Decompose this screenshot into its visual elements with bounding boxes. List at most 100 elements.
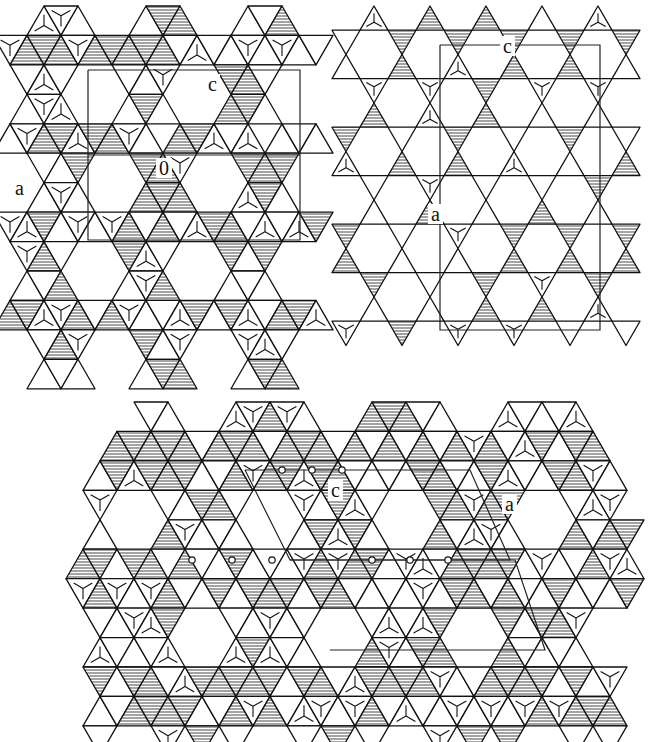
tetrahedron-apex xyxy=(601,495,620,511)
atom-dot xyxy=(445,557,451,563)
tetrahedron xyxy=(500,249,528,273)
tetrahedron xyxy=(83,490,117,520)
tetrahedron-apex xyxy=(465,529,484,545)
tetrahedron xyxy=(584,297,612,321)
tetrahedron xyxy=(584,273,612,297)
tetrahedron-apex xyxy=(312,701,331,717)
tetrahedron-apex xyxy=(295,554,314,570)
tetrahedron-apex xyxy=(534,82,549,95)
tetrahedron-apex xyxy=(431,730,450,742)
tetrahedron-apex xyxy=(422,110,437,123)
unit-cell-layer xyxy=(88,45,600,650)
tetrahedron-apex xyxy=(465,436,484,452)
tetrahedron-apex xyxy=(414,617,433,633)
tetrahedron xyxy=(556,249,584,273)
tetrahedron xyxy=(612,30,640,54)
tetrahedron xyxy=(219,520,253,549)
tetrahedron-apex xyxy=(307,309,326,325)
tetrahedron xyxy=(388,224,416,248)
tetrahedron-apex xyxy=(125,470,144,486)
tetrahedron-apex xyxy=(448,701,467,717)
tetrahedron-apex xyxy=(450,228,465,241)
tetrahedron xyxy=(610,579,644,608)
tetrahedron-apex xyxy=(397,705,416,721)
tetrahedron xyxy=(61,183,95,212)
tetrahedron-apex xyxy=(142,583,161,599)
tetrahedron xyxy=(593,726,627,742)
tetrahedron xyxy=(360,200,388,224)
tetrahedron xyxy=(44,271,78,300)
tetrahedron-apex xyxy=(290,221,309,237)
tetrahedron-apex xyxy=(618,558,637,574)
tetrahedron-apex xyxy=(244,701,263,717)
tetrahedron xyxy=(612,224,640,248)
tetrahedron-apex xyxy=(18,246,37,262)
tetrahedron-apex xyxy=(256,221,275,237)
tetrahedron xyxy=(360,273,388,297)
tetrahedron xyxy=(44,65,78,94)
tetrahedron xyxy=(500,224,528,248)
tetrahedron xyxy=(151,638,185,667)
tetrahedron-apex xyxy=(120,128,139,144)
tetrahedron-apex xyxy=(91,646,110,662)
tetrahedron xyxy=(83,726,117,742)
tetrahedron xyxy=(491,520,525,549)
tetrahedron xyxy=(593,461,627,490)
tetrahedron-apex xyxy=(18,221,37,237)
tetrahedron-apex xyxy=(35,309,54,325)
tetrahedron xyxy=(472,176,500,200)
tetrahedron xyxy=(500,127,528,151)
tetrahedron xyxy=(360,176,388,200)
tetrahedron xyxy=(360,79,388,103)
tetrahedron xyxy=(556,127,584,151)
axis-label: c xyxy=(328,480,343,500)
tetrahedron-apex xyxy=(1,40,20,56)
atom-dot xyxy=(339,467,345,473)
tetrahedron xyxy=(444,30,472,54)
tetrahedron xyxy=(593,696,627,726)
tetrahedron xyxy=(248,94,282,124)
tetrahedron-apex xyxy=(159,730,178,742)
tetrahedron-apex xyxy=(120,305,139,321)
tetrahedron xyxy=(559,638,593,667)
tetrahedron xyxy=(556,321,584,345)
tetrahedron xyxy=(265,359,299,389)
tetrahedron xyxy=(584,176,612,200)
tetrahedron-apex xyxy=(380,617,399,633)
tetrahedron-apex xyxy=(239,40,258,56)
tetrahedron xyxy=(388,127,416,151)
tetrahedron-apex xyxy=(550,701,569,717)
tetrahedron xyxy=(83,520,117,549)
tetrahedron-apex xyxy=(142,617,161,633)
tetrahedron-apex xyxy=(125,613,144,629)
tetrahedron xyxy=(355,726,389,742)
tetrahedron-apex xyxy=(103,217,122,233)
tetrahedron-apex xyxy=(137,250,156,266)
atom-dot xyxy=(369,557,375,563)
tetrahedron xyxy=(500,55,528,79)
tetrahedron xyxy=(61,359,95,389)
tetrahedron-apex xyxy=(338,325,353,338)
tetrahedron-apex xyxy=(108,583,127,599)
tetrahedron-apex xyxy=(35,15,54,31)
tetrahedron xyxy=(472,297,500,321)
tetrahedron xyxy=(163,183,197,212)
tetrahedron-apex xyxy=(227,411,246,427)
tetrahedron-apex xyxy=(590,82,605,95)
tetrahedron-apex xyxy=(278,406,297,422)
tetrahedron xyxy=(472,273,500,297)
tetrahedron-apex xyxy=(273,40,292,56)
tetrahedron xyxy=(444,152,472,176)
tetrahedron xyxy=(423,638,457,667)
tetrahedron xyxy=(61,330,95,359)
tetrahedron-apex xyxy=(52,187,71,203)
tetrahedron xyxy=(612,152,640,176)
tetrahedron xyxy=(610,549,644,579)
tetrahedron xyxy=(528,103,556,127)
unit-cell-outline xyxy=(88,70,300,240)
tetrahedron-apex xyxy=(35,74,54,90)
tetrahedron-apex xyxy=(295,705,314,721)
tetrahedron-apex xyxy=(261,613,280,629)
tetrahedron xyxy=(500,321,528,345)
tetrahedron xyxy=(593,667,627,696)
